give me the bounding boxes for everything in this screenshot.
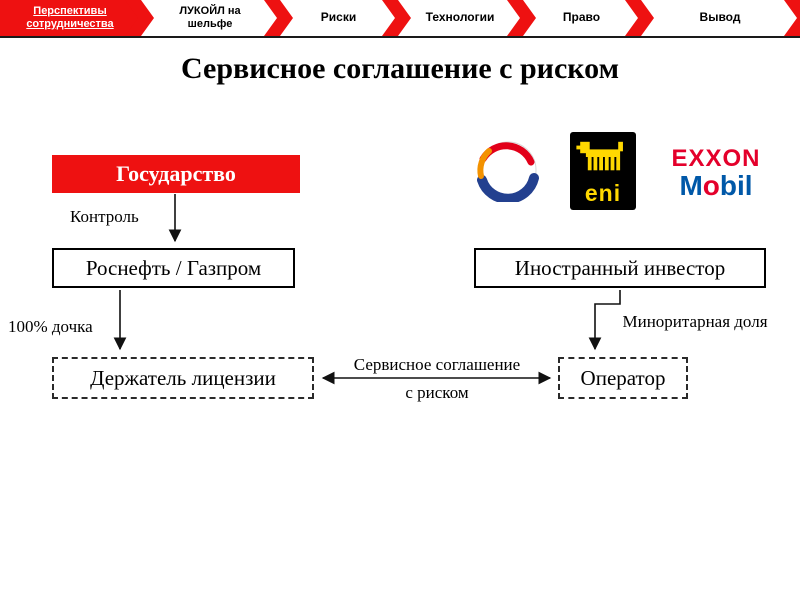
service-agreement-label-line2: с риском — [405, 383, 469, 402]
mobil-bil: bil — [719, 170, 753, 201]
nav-tab-pravo[interactable]: Право — [523, 0, 638, 36]
mobil-m: M — [679, 170, 703, 201]
total-logo — [468, 138, 548, 204]
nav-tab-label: Риски — [320, 10, 357, 25]
foreign-investor-box: Иностранный инвестор — [474, 248, 766, 288]
exxonmobil-logo: EXXON Mobil — [664, 147, 768, 202]
exxon-wordmark: EXXON — [671, 145, 761, 172]
nav-tab-label: Перспективы сотрудничества — [26, 5, 114, 30]
page-title: Сервисное соглашение с риском — [180, 52, 620, 85]
nav-tab-vyvod[interactable]: Вывод — [641, 0, 797, 36]
service-agreement-label-line1: Сервисное соглашение — [353, 355, 521, 374]
nav-tab-label: Вывод — [699, 10, 741, 25]
license-holder-box: Держатель лицензии — [52, 357, 314, 399]
rosneft-gazprom-box: Роснефть / Газпром — [52, 248, 295, 288]
eni-logo: eni — [570, 132, 636, 210]
nav-tab-perspektivy-sotrudnichestva[interactable]: Перспективы сотрудничества — [0, 0, 138, 36]
total-sphere-icon — [477, 141, 539, 204]
eni-wordmark: eni — [584, 180, 622, 206]
nav-tab-label: ЛУКОЙЛ на шельфе — [179, 5, 241, 30]
eni-dog-icon — [576, 141, 623, 171]
nav-tab-tekhnologii[interactable]: Технологии — [398, 0, 520, 36]
arrow-investor-to-operator — [588, 290, 621, 351]
mobil-wordmark: Mobil — [664, 170, 768, 202]
nav-tab-lukoil-na-shelfe[interactable]: ЛУКОЙЛ на шельфе — [141, 0, 277, 36]
operator-box: Оператор — [558, 357, 688, 399]
mobil-o: o — [702, 170, 720, 201]
subsidiary-label: 100% дочка — [8, 317, 93, 336]
nav-tab-label: Право — [562, 10, 601, 25]
minority-share-label: Миноритарная доля — [622, 312, 768, 331]
nav-bar: Перспективы сотрудничества ЛУКОЙЛ на шел… — [0, 0, 800, 38]
nav-tab-riski[interactable]: Риски — [280, 0, 395, 36]
nav-tab-label: Технологии — [425, 10, 495, 25]
control-label: Контроль — [70, 207, 139, 226]
state-box: Государство — [52, 155, 300, 193]
